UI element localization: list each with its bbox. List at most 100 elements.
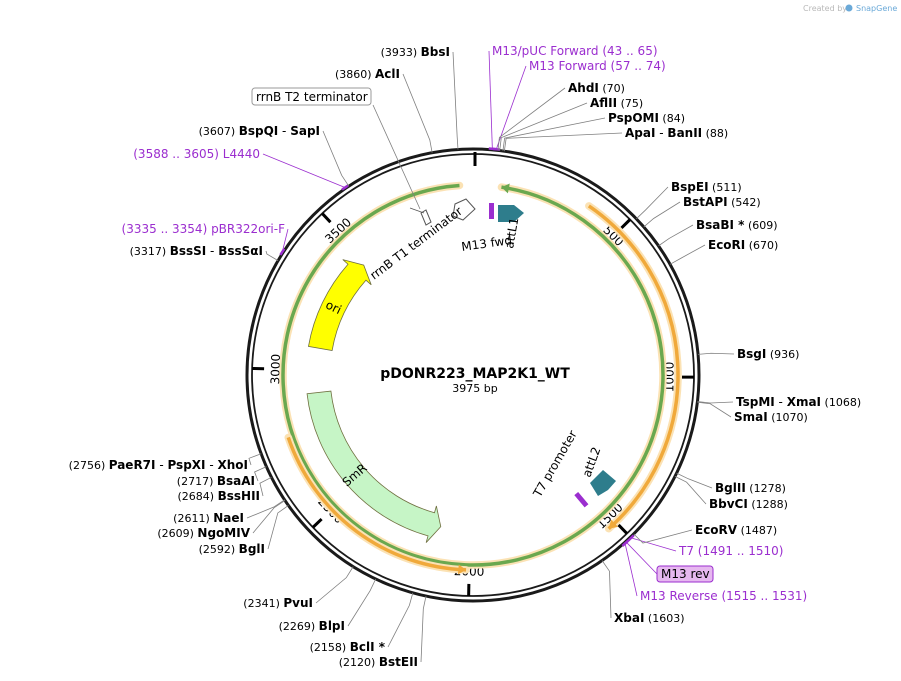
rrnb-t2-terminator-callout[interactable]: rrnB T2 terminator (251, 87, 421, 210)
enzyme-coords: (2120) (339, 656, 379, 669)
primer-m13reverse[interactable]: M13 Reverse (1515 .. 1531) (621, 540, 807, 603)
enzyme-name: BglI (239, 542, 265, 556)
enzyme-bsssi[interactable]: (3317) BssSI - BssSαI (130, 244, 279, 261)
enzyme-ahdi[interactable]: AhdI (70) (497, 81, 625, 151)
enzyme-bstapi[interactable]: BstAPI (542) (643, 195, 761, 228)
enzyme-coords: (1068) (821, 396, 861, 409)
enzyme-coords: (1070) (768, 411, 808, 424)
feature-ori[interactable]: ori (307, 259, 372, 352)
primers-layer: M13/pUC Forward (43 .. 65)M13 Forward (5… (122, 44, 808, 603)
primer-binding-mark (341, 184, 349, 191)
feature-green-top[interactable] (279, 181, 667, 569)
enzyme-name: NaeI (213, 511, 244, 525)
enzyme-bsteii[interactable]: (2120) BstEII (339, 595, 427, 669)
primer-binding-mark (492, 147, 500, 151)
enzyme-name: BclI * (350, 640, 386, 654)
enzyme-label: AhdI (70) (568, 81, 625, 95)
feature-smr[interactable]: SmR (306, 390, 442, 543)
enzyme-label: (2717) BsaAI (177, 474, 255, 488)
enzyme-tspmi[interactable]: TspMI - XmaI (1068) (697, 395, 861, 409)
primer-coords: (57 .. 74) (607, 59, 666, 73)
enzyme-bbvci[interactable]: BbvCI (1288) (674, 476, 788, 511)
primer-m13fwdlabel[interactable]: M13 Forward (57 .. 74) (492, 59, 666, 151)
enzyme-label: (2592) BglI (199, 542, 265, 556)
credit-brand[interactable]: SnapGene (856, 4, 897, 13)
t7-promoter-label: T7 promoter (530, 428, 580, 500)
enzyme-naei[interactable]: (2611) NaeI (173, 499, 285, 525)
primer-coords: (1515 .. 1531) (718, 589, 808, 603)
enzyme-xbai[interactable]: XbaI (1603) (601, 560, 684, 625)
m13-fwd-primer-mark (489, 203, 494, 219)
enzyme-name: PspOMI (608, 111, 659, 125)
enzyme-label: SmaI (1070) (734, 410, 808, 424)
feature-mapk[interactable] (585, 202, 682, 533)
enzyme-coords: (3933) (381, 46, 421, 59)
enzyme-bcli[interactable]: (2158) BclI * (310, 592, 414, 654)
enzyme-name: BspEI (671, 180, 709, 194)
enzyme-coords: (609) (744, 219, 777, 232)
credit-prefix: Created by (803, 4, 847, 13)
enzyme-bspei[interactable]: BspEI (511) (636, 180, 742, 220)
enzyme-bsabi[interactable]: BsaBI * (609) (658, 218, 778, 247)
primer-name: L4440 (223, 147, 260, 161)
enzyme-coords: (75) (617, 97, 643, 110)
enzyme-name: SapI (290, 124, 320, 138)
enzyme-bgli[interactable]: (2592) BglI (199, 505, 289, 556)
plasmid-length: 3975 bp (452, 382, 497, 395)
enzyme-smai[interactable]: SmaI (1070) (697, 401, 808, 424)
enzyme-name: PvuI (283, 596, 313, 610)
enzyme-name: SmaI (734, 410, 768, 424)
enzyme-coords: (2717) (177, 475, 217, 488)
attl2-feature[interactable] (574, 470, 616, 508)
enzyme-ecorv[interactable]: EcoRV (1487) (633, 523, 777, 544)
enzyme-name: BstAPI (683, 195, 728, 209)
enzyme-pspomi[interactable]: PspOMI (84) (502, 111, 685, 152)
enzyme-apai[interactable]: ApaI - BanII (88) (503, 126, 728, 152)
primer-label: T7 (1491 .. 1510) (678, 544, 783, 558)
features-layer: SmR ori (279, 181, 682, 575)
enzyme-name: AflII (590, 96, 617, 110)
enzyme-aflii[interactable]: AflII (75) (499, 96, 643, 151)
enzyme-coords: (1278) (746, 482, 786, 495)
enzyme-paer7i[interactable]: (2756) PaeR7I - PspXI - XhoI (69, 453, 262, 472)
feature-ampr-orange[interactable] (284, 433, 470, 575)
primer-coords: (1491 .. 1510) (694, 544, 784, 558)
enzyme-label: AflII (75) (590, 96, 643, 110)
enzyme-acli[interactable]: (3860) AclI (335, 67, 433, 153)
primer-l4440[interactable]: (3588 .. 3605) L4440 (133, 147, 349, 191)
enzyme-blpi[interactable]: (2269) BlpI (279, 578, 377, 633)
enzyme-name: PspXI (167, 458, 205, 472)
primer-m13puc[interactable]: M13/pUC Forward (43 .. 65) (488, 44, 658, 151)
primer-m13rev[interactable]: M13 rev (622, 538, 714, 583)
t7-primer-mark (574, 491, 589, 508)
primer-t7[interactable]: T7 (1491 .. 1510) (627, 534, 784, 558)
enzyme-ngomiv[interactable]: (2609) NgoMIV (157, 500, 286, 540)
rrnb-t1-terminator-feature[interactable] (409, 198, 476, 226)
backbone-outer (245, 147, 701, 603)
primer-binding-mark (627, 534, 635, 542)
enzyme-bsaai[interactable]: (2717) BsaAI (177, 466, 267, 488)
enzyme-bspqi[interactable]: (3607) BspQI - SapI (199, 124, 350, 187)
enzyme-label: EcoRV (1487) (695, 523, 777, 537)
enzyme-ecori[interactable]: EcoRI (670) (669, 238, 778, 265)
primer-label: M13 Reverse (1515 .. 1531) (640, 589, 807, 603)
enzyme-bsshii[interactable]: (2684) BssHII (178, 476, 272, 503)
enzyme-bglii[interactable]: BglII (1278) (676, 472, 786, 495)
primer-label: M13 Forward (57 .. 74) (529, 59, 666, 73)
enzyme-label: TspMI - XmaI (1068) (736, 395, 861, 409)
enzyme-name: BlpI (319, 619, 345, 633)
enzyme-pvui[interactable]: (2341) PvuI (243, 566, 354, 610)
attl1-feature[interactable] (489, 203, 524, 222)
primer-label: (3588 .. 3605) L4440 (133, 147, 260, 161)
enzyme-label: PspOMI (84) (608, 111, 685, 125)
enzyme-name: XbaI (614, 611, 644, 625)
snapgene-logo-icon (845, 4, 853, 12)
enzyme-coords: (3317) (130, 245, 170, 258)
m13-fwd-label: M13 fwd (460, 233, 512, 254)
primer-name: M13 rev (661, 567, 710, 581)
enzyme-bbsi[interactable]: (3933) BbsI (381, 45, 459, 150)
enzyme-bsgi[interactable]: BsgI (936) (698, 347, 799, 361)
primer-pbr322[interactable]: (3335 .. 3354) pBR322ori-F (122, 222, 289, 256)
enzyme-coords: (84) (659, 112, 685, 125)
enzyme-name: BsgI (737, 347, 766, 361)
